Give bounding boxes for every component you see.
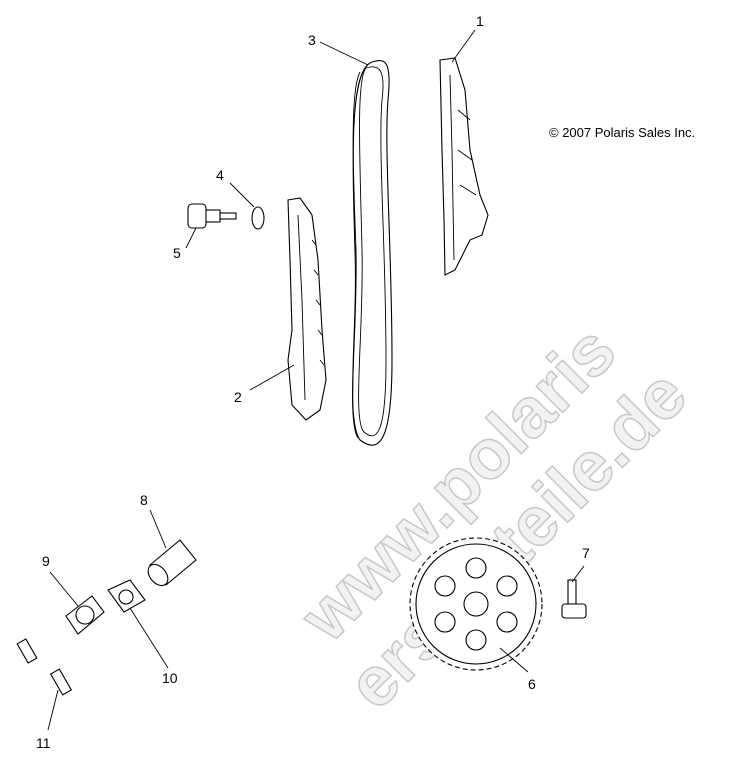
part-6-cam-sprocket (409, 537, 543, 671)
callout-8: 8 (140, 492, 148, 508)
part-8-tensioner (147, 539, 197, 587)
part-4-o-ring (251, 206, 265, 230)
callout-9: 9 (42, 553, 50, 569)
part-3-cam-chain (352, 60, 393, 446)
callout-1: 1 (476, 13, 484, 29)
part-10-gasket (107, 579, 146, 613)
callout-10: 10 (162, 670, 178, 686)
part-9-tensioner-cap (65, 595, 105, 635)
part-1-chain-guide (439, 57, 489, 276)
leader-lines (47, 29, 585, 731)
callout-6: 6 (528, 676, 536, 692)
part-7-sprocket-bolt (561, 579, 587, 619)
part-11-bolts (16, 638, 73, 696)
part-5-pivot-bolt (187, 203, 237, 229)
callout-4: 4 (216, 167, 224, 183)
copyright-notice: © 2007 Polaris Sales Inc. (549, 125, 696, 140)
part-2-tensioner-guide (287, 197, 327, 421)
callout-11: 11 (36, 735, 51, 751)
callout-5: 5 (173, 245, 181, 261)
callout-3: 3 (308, 32, 316, 48)
callout-7: 7 (582, 545, 590, 561)
callout-2: 2 (234, 389, 242, 405)
